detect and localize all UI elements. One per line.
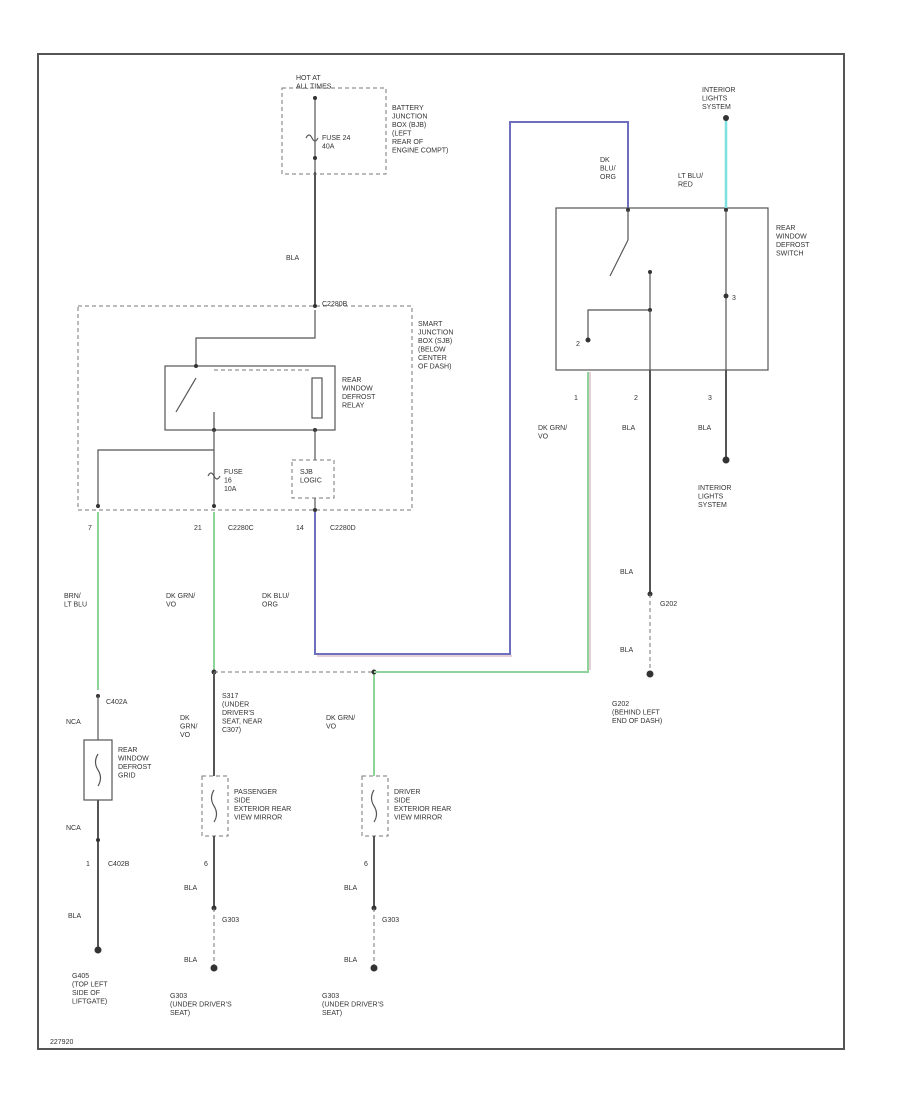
label-wire-bla-g202b: BLA <box>620 647 634 654</box>
interior-lights-top-node <box>723 115 729 121</box>
g405-ground <box>94 946 102 954</box>
label-wire-bla-dm2: BLA <box>344 957 358 964</box>
wire-dkgrn-vo-switch <box>374 372 589 673</box>
label-pin-s3: 3 <box>732 295 736 302</box>
switch-box <box>555 207 769 371</box>
label-c2280b: C2280B <box>322 301 348 308</box>
label-wire-ltblu-red: LT BLU/RED <box>678 173 703 189</box>
label-pin-mirror-left: 6 <box>204 861 208 868</box>
label-switch-pin-1: 1 <box>574 395 578 402</box>
sjb-left-branch <box>97 449 214 506</box>
label-wire-bla-top: BLA <box>286 255 300 262</box>
sjb-feed-node <box>313 304 317 308</box>
switch-contact-b <box>587 272 651 340</box>
bjb-top-node <box>313 96 317 100</box>
label-g303-b: G303 <box>382 917 399 924</box>
pass-mirror-box <box>201 775 229 837</box>
bjb-bottom-node <box>313 156 317 160</box>
label-wire-dkgrn-vo-1: DK GRN/VO <box>166 593 195 609</box>
sjb-box <box>77 305 413 511</box>
label-wire-dkblu-org-1: DK BLU/ORG <box>262 593 289 609</box>
driver-mirror-heater <box>370 789 378 823</box>
pin14-node <box>313 508 317 512</box>
relay-coil <box>311 377 323 419</box>
c402b-node <box>96 838 100 842</box>
wire-dkblu-org <box>314 121 629 655</box>
label-c2280c: C2280C <box>228 525 254 532</box>
label-wire-dkgrn-vo-2: DK GRN/VO <box>538 425 567 441</box>
bjb-box <box>281 87 387 175</box>
relay-switch-arm <box>175 377 197 413</box>
label-wire-bla-dm: BLA <box>344 885 358 892</box>
label-wire-bla-g202a: BLA <box>620 569 634 576</box>
label-switch-pin-3: 3 <box>708 395 712 402</box>
relay-node-a <box>194 364 198 368</box>
label-nca-2: NCA <box>66 825 81 832</box>
label-wire-bla-pm2: BLA <box>184 957 198 964</box>
label-wire-bla-pm: BLA <box>184 885 198 892</box>
g202-ground <box>646 670 654 678</box>
label-wire-bla-grid: BLA <box>68 913 82 920</box>
fuse24-symbol <box>305 134 319 142</box>
interior-lights-bottom-node <box>722 456 730 464</box>
fuse16-symbol <box>207 472 221 480</box>
label-wire-brn-ltblu: BRN/LT BLU <box>64 593 87 609</box>
g303-ground-a <box>210 964 218 972</box>
label-pin-7: 7 <box>88 525 92 532</box>
label-g303-a: G303 <box>222 917 239 924</box>
switch-indicator-node <box>585 337 591 343</box>
pin21-node <box>212 504 216 508</box>
label-figure-id: 227920 <box>50 1039 73 1046</box>
label-c402a: C402A <box>106 699 128 706</box>
relay-top-rail <box>195 310 316 366</box>
g303-ground-b <box>370 964 378 972</box>
diagram-frame <box>37 53 845 1050</box>
switch-arm <box>609 239 629 277</box>
label-nca-1: NCA <box>66 719 81 726</box>
grid-symbol <box>94 753 102 787</box>
label-pin-21: 21 <box>194 525 202 532</box>
label-pin-mirror-right: 6 <box>364 861 368 868</box>
label-wire-dkgrn-vo-4: DK GRN/VO <box>326 715 355 731</box>
label-c402b: C402B <box>108 861 130 868</box>
label-wire-bla-p3: BLA <box>698 425 712 432</box>
switch-lamp-node <box>723 293 729 299</box>
driver-mirror-box <box>361 775 389 837</box>
label-switch-pin-2: 2 <box>634 395 638 402</box>
label-pin-14: 14 <box>296 525 304 532</box>
switch-node-c <box>648 270 652 274</box>
label-c2280d: C2280D <box>330 525 356 532</box>
pass-mirror-heater <box>210 789 218 823</box>
label-pin-grid: 1 <box>86 861 90 868</box>
sjb-logic-box <box>291 459 335 499</box>
label-pin-s2: 2 <box>576 341 580 348</box>
label-wire-bla-p2: BLA <box>622 425 636 432</box>
label-g202: G202 <box>660 601 677 608</box>
pin7-node <box>96 504 100 508</box>
relay-box <box>164 365 336 431</box>
